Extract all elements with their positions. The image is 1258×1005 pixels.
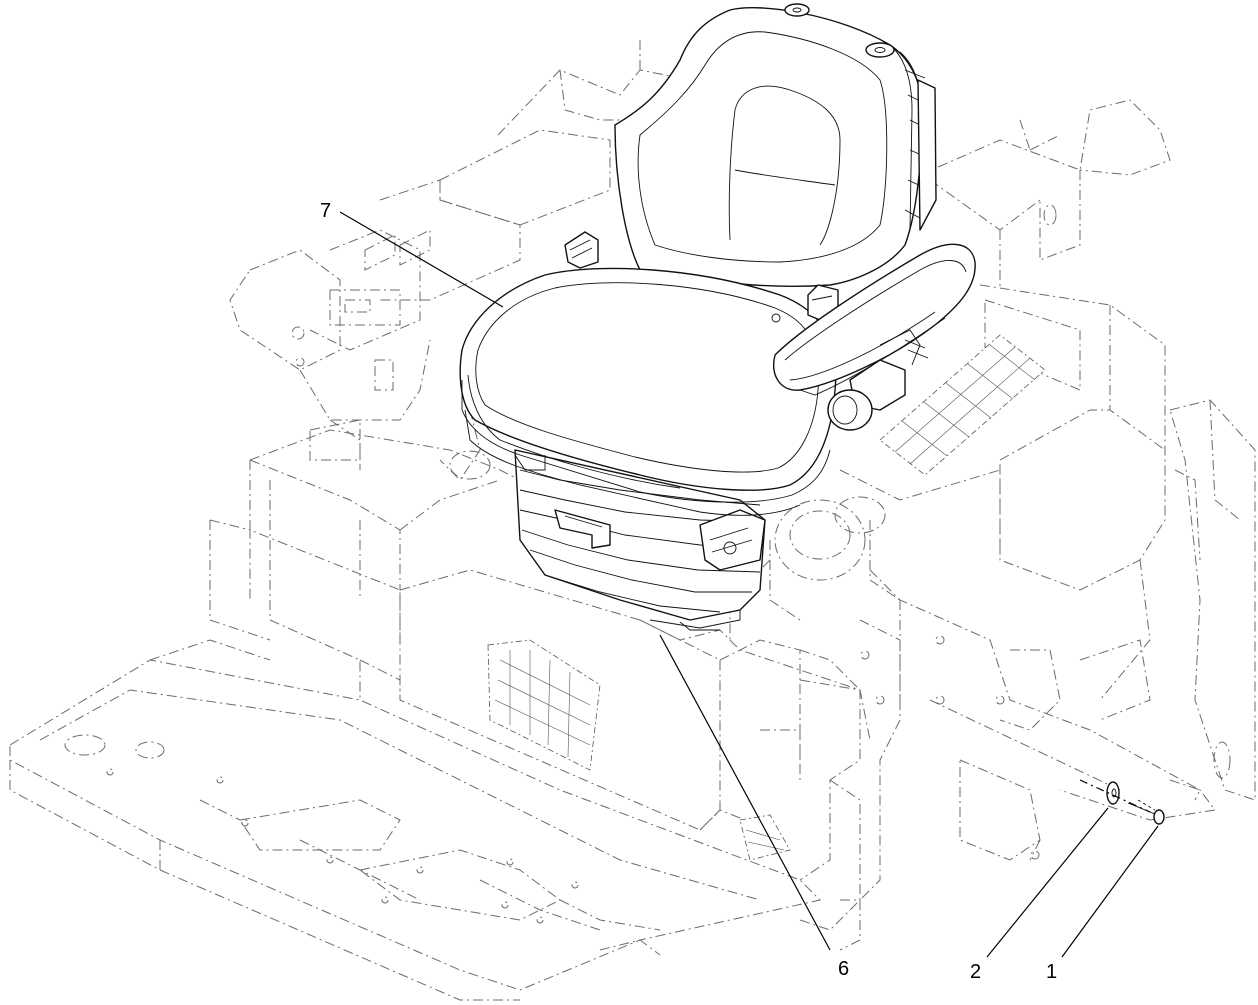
front-panel-decal: [487, 639, 601, 771]
leader-line-6: [659, 634, 831, 951]
leader-line-2: [986, 807, 1109, 958]
right-console-decal: [879, 334, 1046, 476]
callout-7: 7: [320, 200, 331, 222]
assembly-centerline: [1079, 779, 1151, 813]
screw-part-1: [1127, 799, 1165, 825]
washer-part-2: [1106, 781, 1120, 805]
operator-seat: [459, 3, 976, 516]
leader-line-7: [339, 211, 504, 308]
callout-6: 6: [838, 958, 849, 980]
callout-1: 1: [1046, 961, 1057, 983]
seat-suspension: [514, 449, 766, 631]
machine-frame-ghost: [9, 40, 1256, 1001]
leader-line-1: [1061, 825, 1159, 958]
callout-2: 2: [970, 961, 981, 983]
small-front-decal: [739, 814, 791, 861]
